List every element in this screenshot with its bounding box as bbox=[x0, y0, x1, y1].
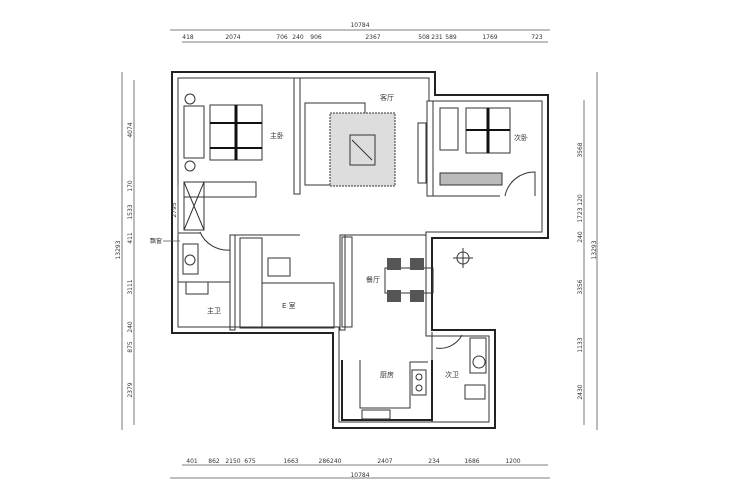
interior-walls bbox=[178, 77, 500, 422]
dining-table bbox=[341, 236, 434, 328]
room-label-second-bath: 次卫 bbox=[445, 370, 459, 379]
room-label-second-bedroom: 次卧 bbox=[514, 133, 528, 142]
dim-left: 170 bbox=[127, 180, 134, 192]
dim-right: 120 bbox=[577, 194, 584, 206]
dim-bottom: 1663 bbox=[283, 458, 298, 465]
dim-bottom-total: 10784 bbox=[350, 472, 369, 479]
dim-right: 3568 bbox=[577, 142, 584, 157]
dim-top: 723 bbox=[531, 34, 543, 41]
outer-wall bbox=[171, 71, 549, 429]
right-dimension-lines bbox=[583, 72, 598, 430]
dim-top: 906 bbox=[310, 34, 322, 41]
dim-top: 418 bbox=[182, 34, 194, 41]
annotation-note: 飘窗 bbox=[150, 237, 162, 245]
left-dimension-lines bbox=[121, 72, 135, 430]
top-dimension-lines bbox=[170, 29, 550, 43]
room-label-dining: 餐厅 bbox=[366, 275, 380, 284]
dim-top: 2367 bbox=[365, 34, 380, 41]
dim-bottom: 2150 bbox=[225, 458, 240, 465]
dim-right: 240 bbox=[577, 231, 584, 243]
second-bath-fixtures bbox=[435, 334, 487, 400]
dim-right: 1133 bbox=[577, 337, 584, 352]
dim-right: 2430 bbox=[577, 384, 584, 399]
dim-top: 231 bbox=[431, 34, 443, 41]
room-label-living-room: 客厅 bbox=[380, 93, 394, 102]
dim-bottom: 234 bbox=[428, 458, 440, 465]
dim-left: 875 bbox=[127, 341, 134, 353]
dim-bottom: 401 bbox=[186, 458, 198, 465]
bottom-dimension-lines bbox=[170, 464, 550, 479]
dim-bottom: 2407 bbox=[377, 458, 392, 465]
room-label-master-bedroom: 主卧 bbox=[270, 131, 284, 140]
living-sofa-rug bbox=[304, 102, 427, 187]
dim-left: 411 bbox=[127, 232, 134, 244]
dim-top: 706 bbox=[276, 34, 288, 41]
ac-unit bbox=[453, 248, 473, 268]
dim-wardrobe: 2795 bbox=[171, 202, 178, 217]
dim-bottom: 862 bbox=[208, 458, 220, 465]
dim-bottom: 1686 bbox=[464, 458, 479, 465]
dim-top: 1769 bbox=[482, 34, 497, 41]
dim-bottom: 1200 bbox=[505, 458, 520, 465]
room-label-study: E 室 bbox=[282, 301, 296, 310]
dim-left: 2379 bbox=[127, 382, 134, 397]
dim-left: 4074 bbox=[127, 122, 134, 137]
dim-right-total: 13293 bbox=[591, 240, 598, 259]
dim-left-total: 13293 bbox=[115, 240, 122, 259]
kitchen-fixtures bbox=[341, 360, 433, 421]
dim-top: 589 bbox=[445, 34, 457, 41]
dim-left: 1533 bbox=[127, 204, 134, 219]
dim-top: 508 bbox=[418, 34, 430, 41]
study-furniture bbox=[239, 237, 335, 329]
dim-left: 3111 bbox=[127, 279, 134, 294]
dim-top: 2074 bbox=[225, 34, 240, 41]
dim-left: 240 bbox=[127, 321, 134, 333]
dim-bottom: 675 bbox=[244, 458, 256, 465]
room-label-master-bath: 主卫 bbox=[207, 306, 221, 315]
dim-right: 3356 bbox=[577, 279, 584, 294]
second-bed bbox=[439, 107, 536, 197]
dim-right: 1723 bbox=[577, 207, 584, 222]
dim-bottom: 286240 bbox=[319, 458, 342, 465]
dim-top-total: 10784 bbox=[350, 22, 369, 29]
master-bed bbox=[183, 93, 263, 231]
dim-top: 240 bbox=[292, 34, 304, 41]
room-label-kitchen: 厨房 bbox=[380, 370, 394, 379]
master-bath-fixtures bbox=[182, 231, 231, 295]
